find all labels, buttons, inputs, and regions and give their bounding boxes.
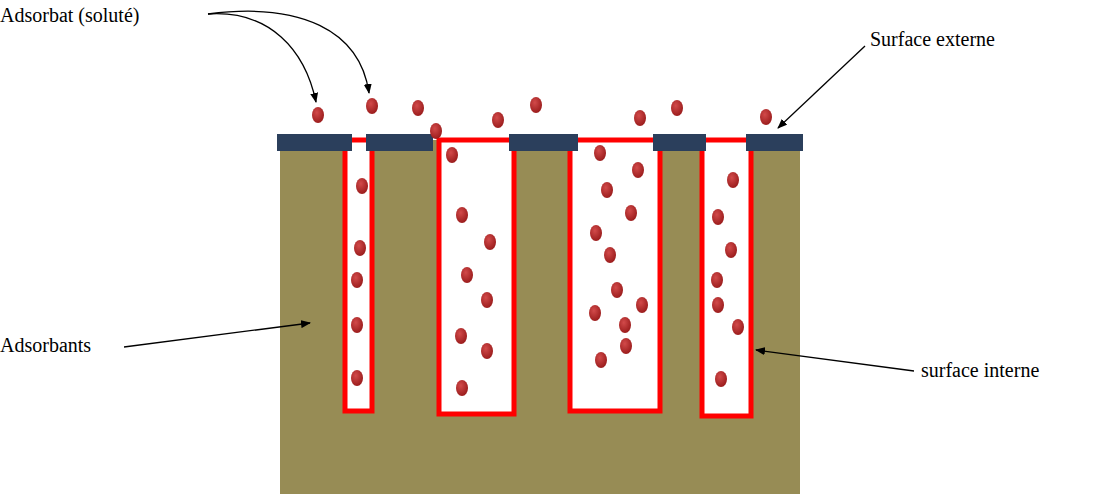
adsorbate-label: Adsorbat (soluté) — [0, 3, 139, 27]
external-surface — [277, 134, 803, 151]
pore — [570, 140, 660, 411]
adsorbent-label: Adsorbants — [0, 333, 91, 357]
pore — [345, 140, 372, 411]
adsorbate-molecules — [312, 97, 772, 396]
adsorbent-block — [280, 140, 800, 494]
pore — [439, 140, 514, 414]
internal-surface-label: surface interne — [921, 358, 1039, 382]
pores — [345, 140, 751, 416]
external-surface-label: Surface externe — [870, 27, 995, 51]
pore — [702, 140, 751, 416]
leader-lines — [124, 11, 914, 371]
